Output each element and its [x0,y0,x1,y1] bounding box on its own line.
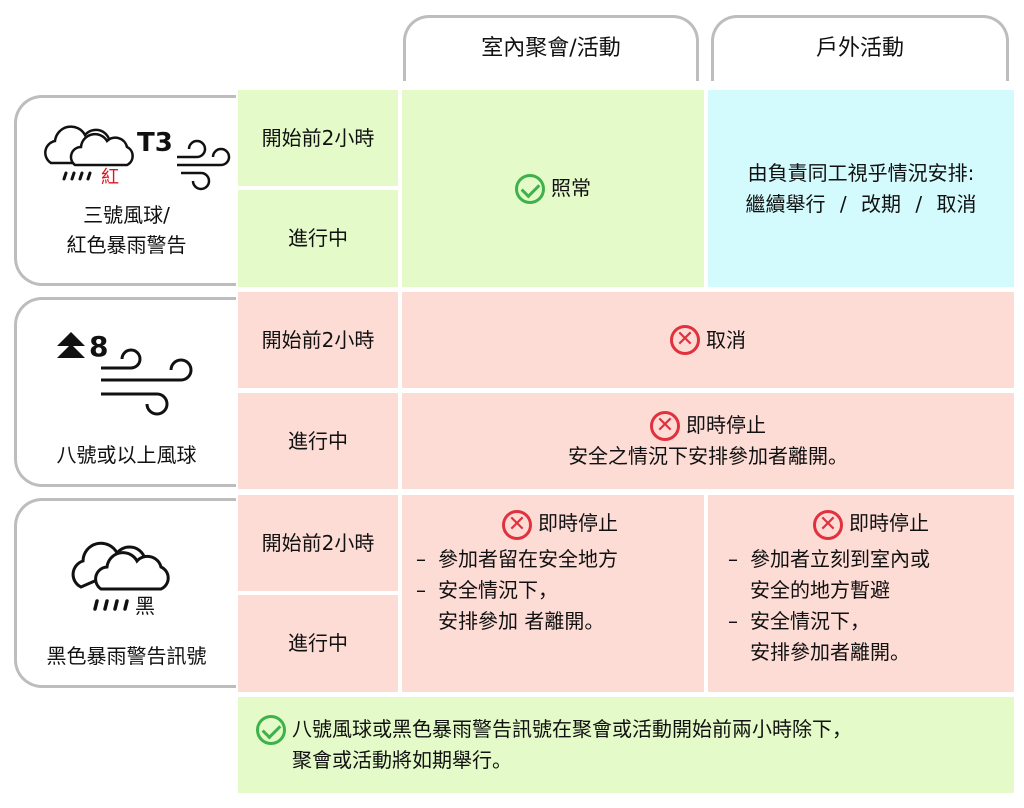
cell-text: 安排參加 者離開。 [438,608,605,633]
label-line: 紅色暴雨警告 [66,233,187,257]
r2-before-cell: ✕取消 [402,292,1014,388]
header-indoor-label: 室內聚會/活動 [481,35,621,61]
svg-text:8: 8 [89,330,108,363]
cancel-icon: ✕ [502,509,532,540]
status-text: 照常 [551,176,591,200]
timing-before: 開始前2小時 [238,495,398,591]
check-icon [256,715,286,745]
label-line: 三號風球/ [83,203,170,227]
row-label-t3-red: 紅 T3 三號風球/紅色暴雨警告 [14,95,236,286]
r3-outdoor-cell: ✕即時停止 參加者立刻到室內或安全的地方暫避安全情況下，安排參加者離開。 [708,495,1014,692]
timing-before: 開始前2小時 [238,292,398,388]
list-item-cont: 安排參加者離開。 [728,637,1014,668]
footer-text: 聚會或活動將如期舉行。 [292,748,512,772]
cell-text: 安排參加者離開。 [750,639,910,664]
r3-indoor-cell: ✕即時停止 參加者留在安全地方安全情況下，安排參加 者離開。 [402,495,704,692]
row-label-signal-8: 8 八號或以上風球 [14,297,236,487]
list-item-cont: 安排參加 者離開。 [416,606,704,637]
row-label-text: 黑色暴雨警告訊號 [46,644,207,668]
row-label-text: 八號或以上風球 [56,443,197,467]
svg-text:黑: 黑 [135,594,155,618]
black-rain-icon: 黑 [71,541,170,618]
list-item: 參加者留在安全地方 [416,544,704,575]
cell-text: 由負責同工視乎情況安排: [747,160,975,185]
header-indoor: 室內聚會/活動 [403,15,699,81]
timing-before: 開始前2小時 [238,90,398,186]
r2-during-cell: ✕即時停止安全之情況下安排參加者離開。 [402,393,1014,489]
cloud-rain-wind-icon: 紅 T3 [44,125,231,191]
list-item: 安全情況下， [416,575,704,606]
signal-8-wind-icon: 8 [57,330,193,416]
cancel-icon: ✕ [670,325,700,355]
timing-during: 進行中 [238,595,398,692]
header-outdoor: 戶外活動 [711,15,1009,81]
row-label-black-rain: 黑 黑色暴雨警告訊號 [14,498,236,688]
cell-text: 繼續舉行 / 改期 / 取消 [745,191,977,216]
footer-note: 八號風球或黑色暴雨警告訊號在聚會或活動開始前兩小時除下， 聚會或活動將如期舉行。 [238,697,1014,793]
cancel-icon: ✕ [813,509,843,540]
header-outdoor-label: 戶外活動 [815,35,904,61]
svg-text:T3: T3 [137,128,173,158]
list-item: 參加者立刻到室內或 [728,544,1014,575]
cancel-icon: ✕ [650,411,680,442]
cell-text: 安全之情況下安排參加者離開。 [568,444,848,469]
footer-text: 八號風球或黑色暴雨警告訊號在聚會或活動開始前兩小時除下， [292,717,852,741]
svg-text:紅: 紅 [101,167,119,188]
check-icon [515,173,545,204]
status-text: 即時停止 [538,511,618,535]
cell-text: 安全的地方暫避 [750,577,890,602]
status-text: 取消 [706,327,746,352]
r1-indoor-cell: 照常 [402,90,704,287]
r1-outdoor-cell: 由負責同工視乎情況安排: 繼續舉行 / 改期 / 取消 [708,90,1014,287]
status-text: 即時停止 [849,511,929,535]
status-text: 即時停止 [686,412,766,437]
list-item: 安全情況下， [728,606,1014,637]
list-item-cont: 安全的地方暫避 [728,575,1014,606]
timing-during: 進行中 [238,393,398,489]
timing-during: 進行中 [238,190,398,287]
row-label-text: 三號風球/紅色暴雨警告 [17,200,236,260]
